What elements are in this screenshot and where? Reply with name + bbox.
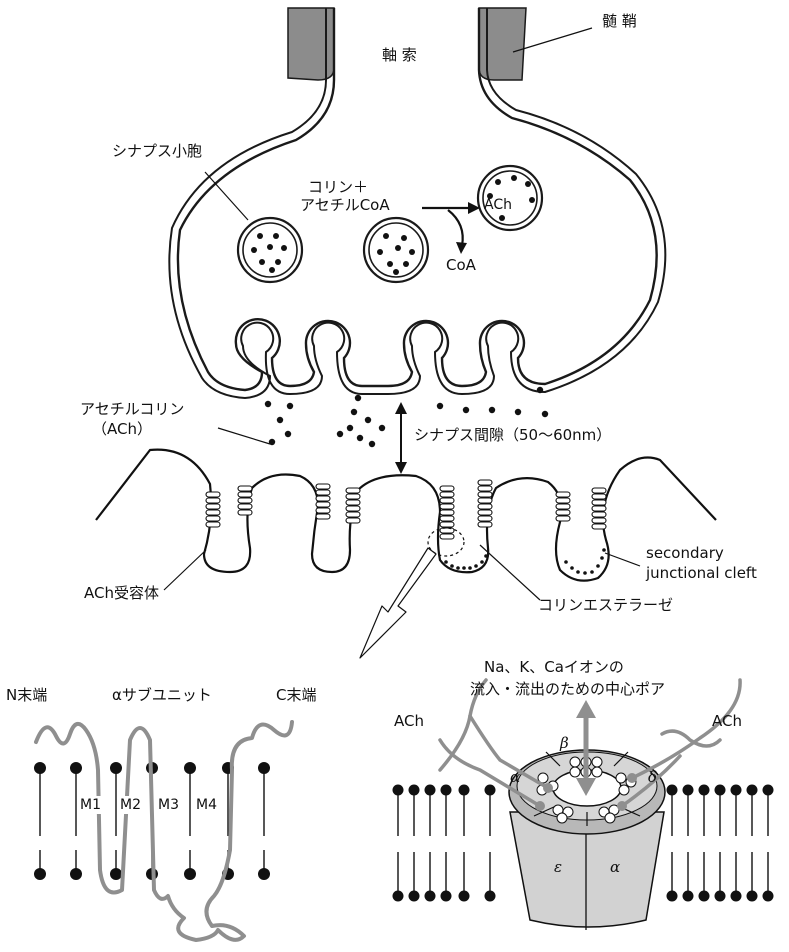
vesicle-middle bbox=[364, 218, 428, 282]
subunit-epsilon-label: ε bbox=[554, 860, 562, 875]
subunit-alpha-top-label: α bbox=[510, 770, 520, 785]
postsynaptic-membrane bbox=[96, 450, 716, 581]
synaptic-cleft-label: シナプス間隙（50〜60nm） bbox=[414, 428, 611, 443]
acetyl-coa-label: アセチルCoA bbox=[300, 198, 390, 213]
ach-right-label: ACh bbox=[712, 714, 742, 729]
zoom-arrow bbox=[360, 548, 436, 658]
secondary-cleft-label-1: secondary bbox=[646, 546, 724, 561]
choline-label: コリン＋ bbox=[308, 180, 368, 195]
axon-label: 軸 索 bbox=[382, 48, 417, 63]
subunit-delta-label: δ bbox=[648, 770, 657, 785]
secondary-cleft-label-2: junctional cleft bbox=[646, 566, 757, 581]
presynaptic-membrane bbox=[169, 8, 665, 398]
ach-paren-label: （ACh） bbox=[92, 422, 152, 437]
pore-label-1: Na、K、Caイオンの bbox=[484, 660, 624, 675]
ach-left-label: ACh bbox=[394, 714, 424, 729]
alpha-chain bbox=[36, 722, 292, 940]
cleft-width-arrow bbox=[395, 402, 407, 474]
vesicle-left bbox=[238, 218, 302, 282]
m2-label: M2 bbox=[120, 798, 141, 812]
acetylcholine-label: アセチルコリン bbox=[80, 402, 184, 417]
pore-label-2: 流入・流出のための中心ポア bbox=[470, 682, 665, 697]
m3-label: M3 bbox=[158, 798, 179, 812]
myelin-left bbox=[288, 8, 334, 80]
myelin-label: 髄 鞘 bbox=[602, 14, 637, 29]
receptor-stacks bbox=[206, 480, 606, 539]
c-terminus-label: C末端 bbox=[276, 688, 316, 703]
m1-label: M1 bbox=[80, 798, 101, 812]
alpha-subunit-label: αサブユニット bbox=[112, 688, 212, 703]
vesicle-label: シナプス小胞 bbox=[112, 144, 202, 159]
vesicle-ach-label: ACh bbox=[484, 198, 512, 212]
cholinesterase-label: コリンエステラーゼ bbox=[538, 598, 673, 613]
alpha-subunit-membrane bbox=[34, 722, 292, 940]
coa-label: CoA bbox=[446, 258, 476, 273]
ach-receptor-label: ACh受容体 bbox=[84, 586, 159, 601]
synthesis-arrows bbox=[422, 202, 480, 254]
n-terminus-label: N末端 bbox=[6, 688, 47, 703]
cholinesterase-dots bbox=[444, 548, 606, 575]
subunit-beta-label: β bbox=[560, 736, 569, 751]
m4-label: M4 bbox=[196, 798, 217, 812]
subunit-alpha-side-label: α bbox=[610, 860, 620, 875]
